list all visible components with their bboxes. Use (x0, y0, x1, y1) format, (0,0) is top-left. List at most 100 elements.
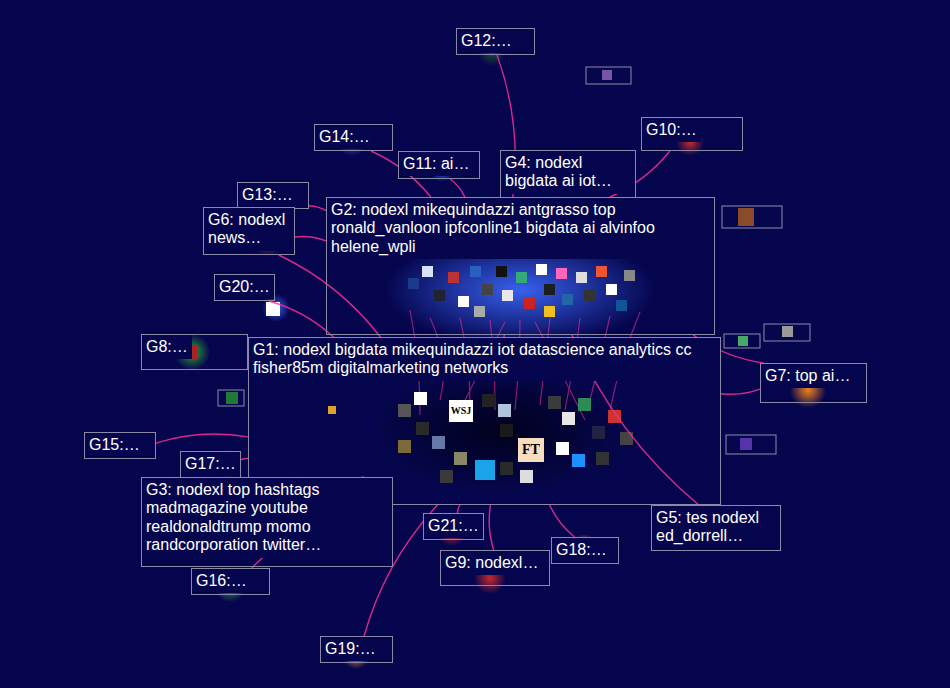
group-box: G15:… (84, 432, 156, 459)
group-box (722, 206, 782, 228)
group-box: G21:… (423, 513, 484, 540)
avatar (328, 406, 336, 414)
group-box (764, 324, 810, 341)
avatar (602, 70, 612, 80)
group-glows (174, 38, 826, 669)
avatar (536, 264, 547, 275)
group-label: G8:… (142, 335, 192, 359)
edge-connector (550, 505, 575, 537)
group-label: G13:… (238, 183, 297, 207)
avatar (226, 392, 238, 404)
avatar (500, 462, 513, 475)
glow (370, 365, 630, 495)
edge-line (269, 301, 334, 337)
edge-connector (279, 255, 381, 337)
avatar (434, 290, 445, 301)
edge-line (489, 505, 494, 550)
avatar (475, 460, 495, 480)
edge-connector (309, 206, 326, 211)
group-label: G21:… (424, 514, 483, 538)
edge-line (721, 389, 760, 394)
avatar (516, 272, 527, 283)
avatar (606, 284, 617, 295)
avatar (474, 306, 485, 317)
logo-label: WSJ (449, 400, 473, 422)
edge-line (241, 458, 248, 459)
edge-connector (156, 434, 248, 443)
group-box: G19:… (320, 636, 393, 663)
avatar (548, 396, 561, 409)
group-label: G1: nodexl bigdata mikequindazzi iot dat… (249, 338, 720, 381)
avatar (596, 266, 607, 277)
avatar (414, 392, 427, 405)
group-label: G12:… (457, 29, 516, 53)
group-box: G12:… (456, 28, 535, 55)
group-box: G17:… (180, 451, 241, 478)
group-label: G16:… (192, 569, 251, 593)
edge-connector (457, 505, 459, 513)
avatar (572, 454, 585, 467)
avatar (500, 424, 513, 437)
avatar (498, 404, 511, 417)
group-label: G7: top ai… (761, 364, 854, 388)
group-box: G5: tes nodexl ed_dorrell… (651, 505, 781, 551)
edge-line (450, 179, 465, 197)
avatar (422, 266, 433, 277)
group-label: G17:… (181, 452, 240, 476)
avatar (782, 326, 793, 337)
avatar (556, 268, 567, 279)
group-label: G6: nodexl news… (204, 208, 294, 251)
edge-line (279, 255, 381, 337)
avatar (416, 422, 429, 435)
group-box (724, 334, 760, 348)
group-label: G2: nodexl mikequindazzi antgrasso top r… (327, 198, 714, 259)
avatar (440, 470, 453, 483)
avatar (544, 306, 555, 317)
avatar (578, 398, 591, 411)
group-box: G11: ai… (398, 151, 480, 179)
edge-line (550, 505, 575, 537)
avatar (502, 290, 513, 301)
avatar (454, 452, 467, 465)
group-box: G3: nodexl top hashtags madmagazine yout… (141, 477, 393, 567)
group-box: G10:… (641, 117, 743, 151)
edge-line (457, 505, 459, 513)
group-box: G13:… (237, 182, 309, 209)
avatar (584, 290, 595, 301)
edge-line (295, 237, 326, 241)
group-box: G16:… (191, 568, 270, 595)
group-label: G15:… (85, 433, 144, 457)
small-group-icons (226, 70, 793, 450)
group-box: G20:… (214, 274, 275, 301)
group-box: G8:… (141, 334, 248, 370)
avatar (562, 412, 575, 425)
group-box (586, 67, 631, 84)
avatar (482, 394, 495, 407)
group-label: G4: nodexl bigdata ai iot… (501, 151, 635, 194)
avatar (556, 442, 569, 455)
avatar (738, 208, 754, 226)
avatar (398, 440, 411, 453)
edge-line (156, 434, 248, 443)
group-label: G20:… (215, 275, 274, 299)
avatar (524, 298, 535, 309)
group-box: G4: nodexl bigdata ai iot… (500, 150, 636, 198)
avatar (562, 294, 573, 305)
group-label: G9: nodexl… (441, 551, 542, 575)
avatar (620, 432, 633, 445)
edge-connector (295, 237, 326, 241)
avatar (576, 272, 587, 283)
group-box: G18:… (551, 537, 619, 564)
group-box (726, 435, 776, 454)
avatar (596, 452, 609, 465)
avatar (544, 284, 555, 295)
avatar (408, 278, 419, 289)
avatar (470, 266, 481, 277)
group-label: G11: ai… (399, 152, 473, 176)
group-box: G2: nodexl mikequindazzi antgrasso top r… (326, 197, 715, 335)
group-label: G5: tes nodexl ed_dorrell… (652, 506, 780, 549)
avatar (482, 284, 493, 295)
group-box: G7: top ai… (760, 363, 867, 403)
edge-connector (721, 389, 760, 394)
edge-line (309, 206, 326, 211)
